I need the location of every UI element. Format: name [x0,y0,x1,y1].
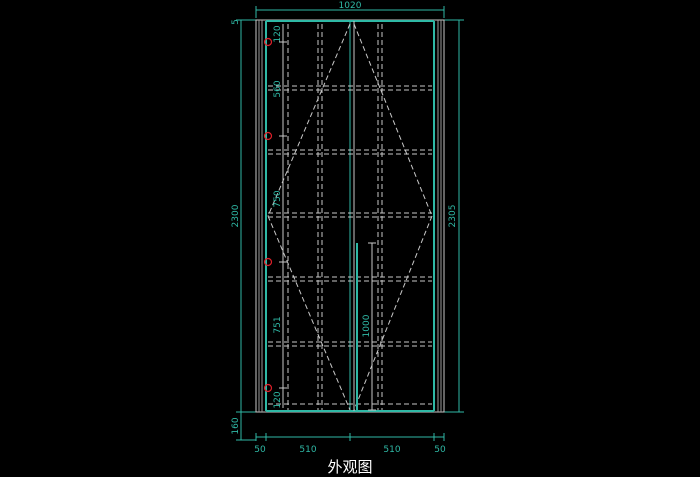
bottom-left-label: 50 [254,445,266,455]
top-gap-label: 5 [231,19,241,25]
right-height-label: 2305 [448,205,458,228]
right-height-dimension: 2305 [444,19,464,413]
bottom-mid-left-label: 510 [299,445,316,455]
left-height-dimension: 2300 5 160 [231,19,256,441]
hinge-icon [263,131,273,141]
top-width-dimension: 1020 [255,1,445,18]
drawing-title: 外观图 [327,458,372,476]
hinge-spacing-2: 560 [273,80,283,97]
door-swing-lines [267,23,433,411]
left-height-label: 2300 [231,204,241,227]
hinge-markers [263,37,273,393]
top-width-label: 1020 [339,1,362,11]
door-handle: 1000 [356,242,376,411]
bottom-right-label: 50 [434,445,446,455]
hinge-icon [263,383,273,393]
bottom-mid-right-label: 510 [383,445,400,455]
handle-height-label: 1000 [362,314,372,337]
hinge-icon [263,37,273,47]
hinge-spacing-1: 120 [273,25,283,42]
hinge-spacing-5: 120 [273,391,283,408]
hinge-spacing-dimension: 120 560 750 751 120 [273,24,287,409]
hinge-spacing-4: 751 [273,316,283,333]
bottom-width-dimension: 50 510 510 50 [254,433,446,455]
cabinet-frame [255,19,445,413]
hinge-icon [263,257,273,267]
hidden-shelves [268,24,432,410]
hinge-spacing-3: 750 [273,190,283,207]
bottom-gap-label: 160 [231,417,241,434]
